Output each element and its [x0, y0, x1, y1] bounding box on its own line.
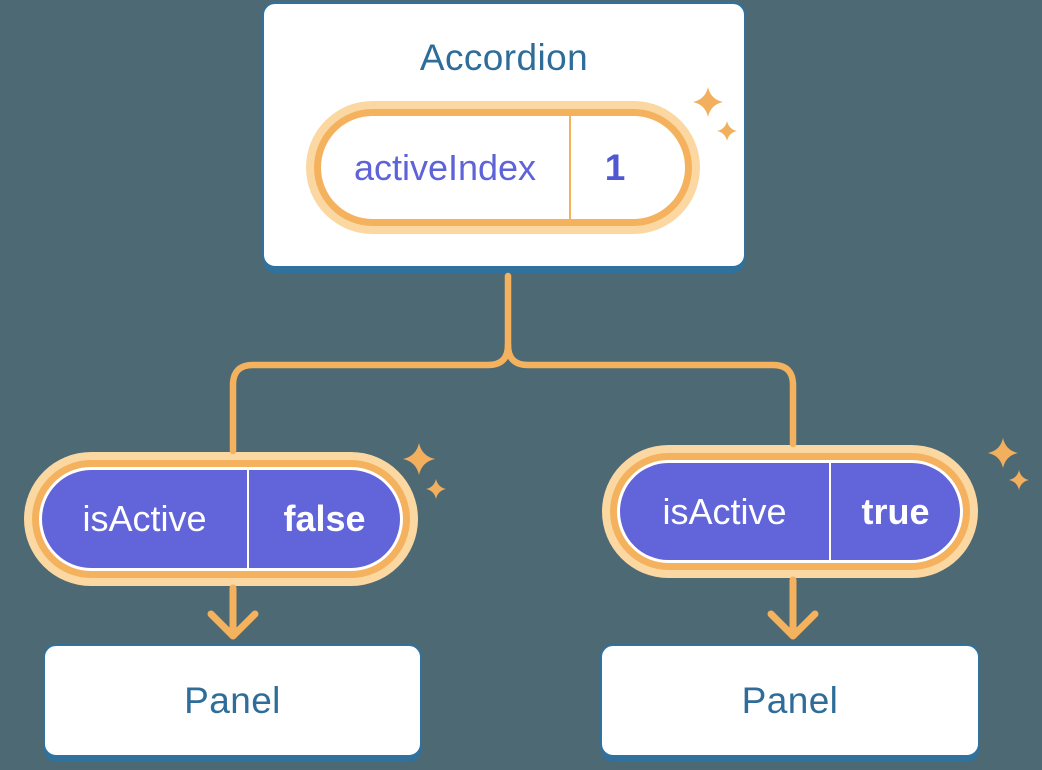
- accordion-title: Accordion: [419, 37, 589, 78]
- arrow-left-pill-to-panel: [207, 584, 259, 640]
- prop-pill-left-value: false: [283, 498, 366, 539]
- prop-pill-left-isactive: isActive false: [32, 460, 410, 578]
- prop-pill-left-body: isActive false: [42, 470, 400, 568]
- panel-left-title: Panel: [184, 679, 281, 721]
- sparkle-icon: [426, 479, 446, 499]
- prop-pill-right-isactive: isActive true: [610, 453, 970, 570]
- panel-card-right: Panel: [600, 644, 980, 757]
- state-pill-divider: [569, 116, 571, 219]
- panel-right-title: Panel: [741, 679, 839, 721]
- connector-root-to-left-child: [229, 272, 512, 455]
- prop-pill-right-divider: [829, 463, 831, 560]
- prop-pill-right-value: true: [861, 490, 930, 532]
- sparkle-icon: [1009, 470, 1029, 490]
- sparkle-icon: [988, 438, 1018, 468]
- prop-pill-left-divider: [247, 470, 249, 568]
- sparkle-icon: [403, 443, 435, 475]
- prop-pill-right-body: isActive true: [620, 463, 960, 560]
- panel-card-left: Panel: [43, 644, 422, 757]
- connector-root-to-right-child: [504, 341, 797, 448]
- state-pill-active-index: activeIndex 1: [314, 109, 692, 226]
- prop-pill-right-label: isActive: [662, 490, 787, 532]
- prop-pill-left-label: isActive: [82, 498, 207, 539]
- arrow-right-pill-to-panel: [767, 576, 819, 640]
- state-pill-value: 1: [604, 146, 626, 188]
- state-pill-label: activeIndex: [353, 146, 537, 188]
